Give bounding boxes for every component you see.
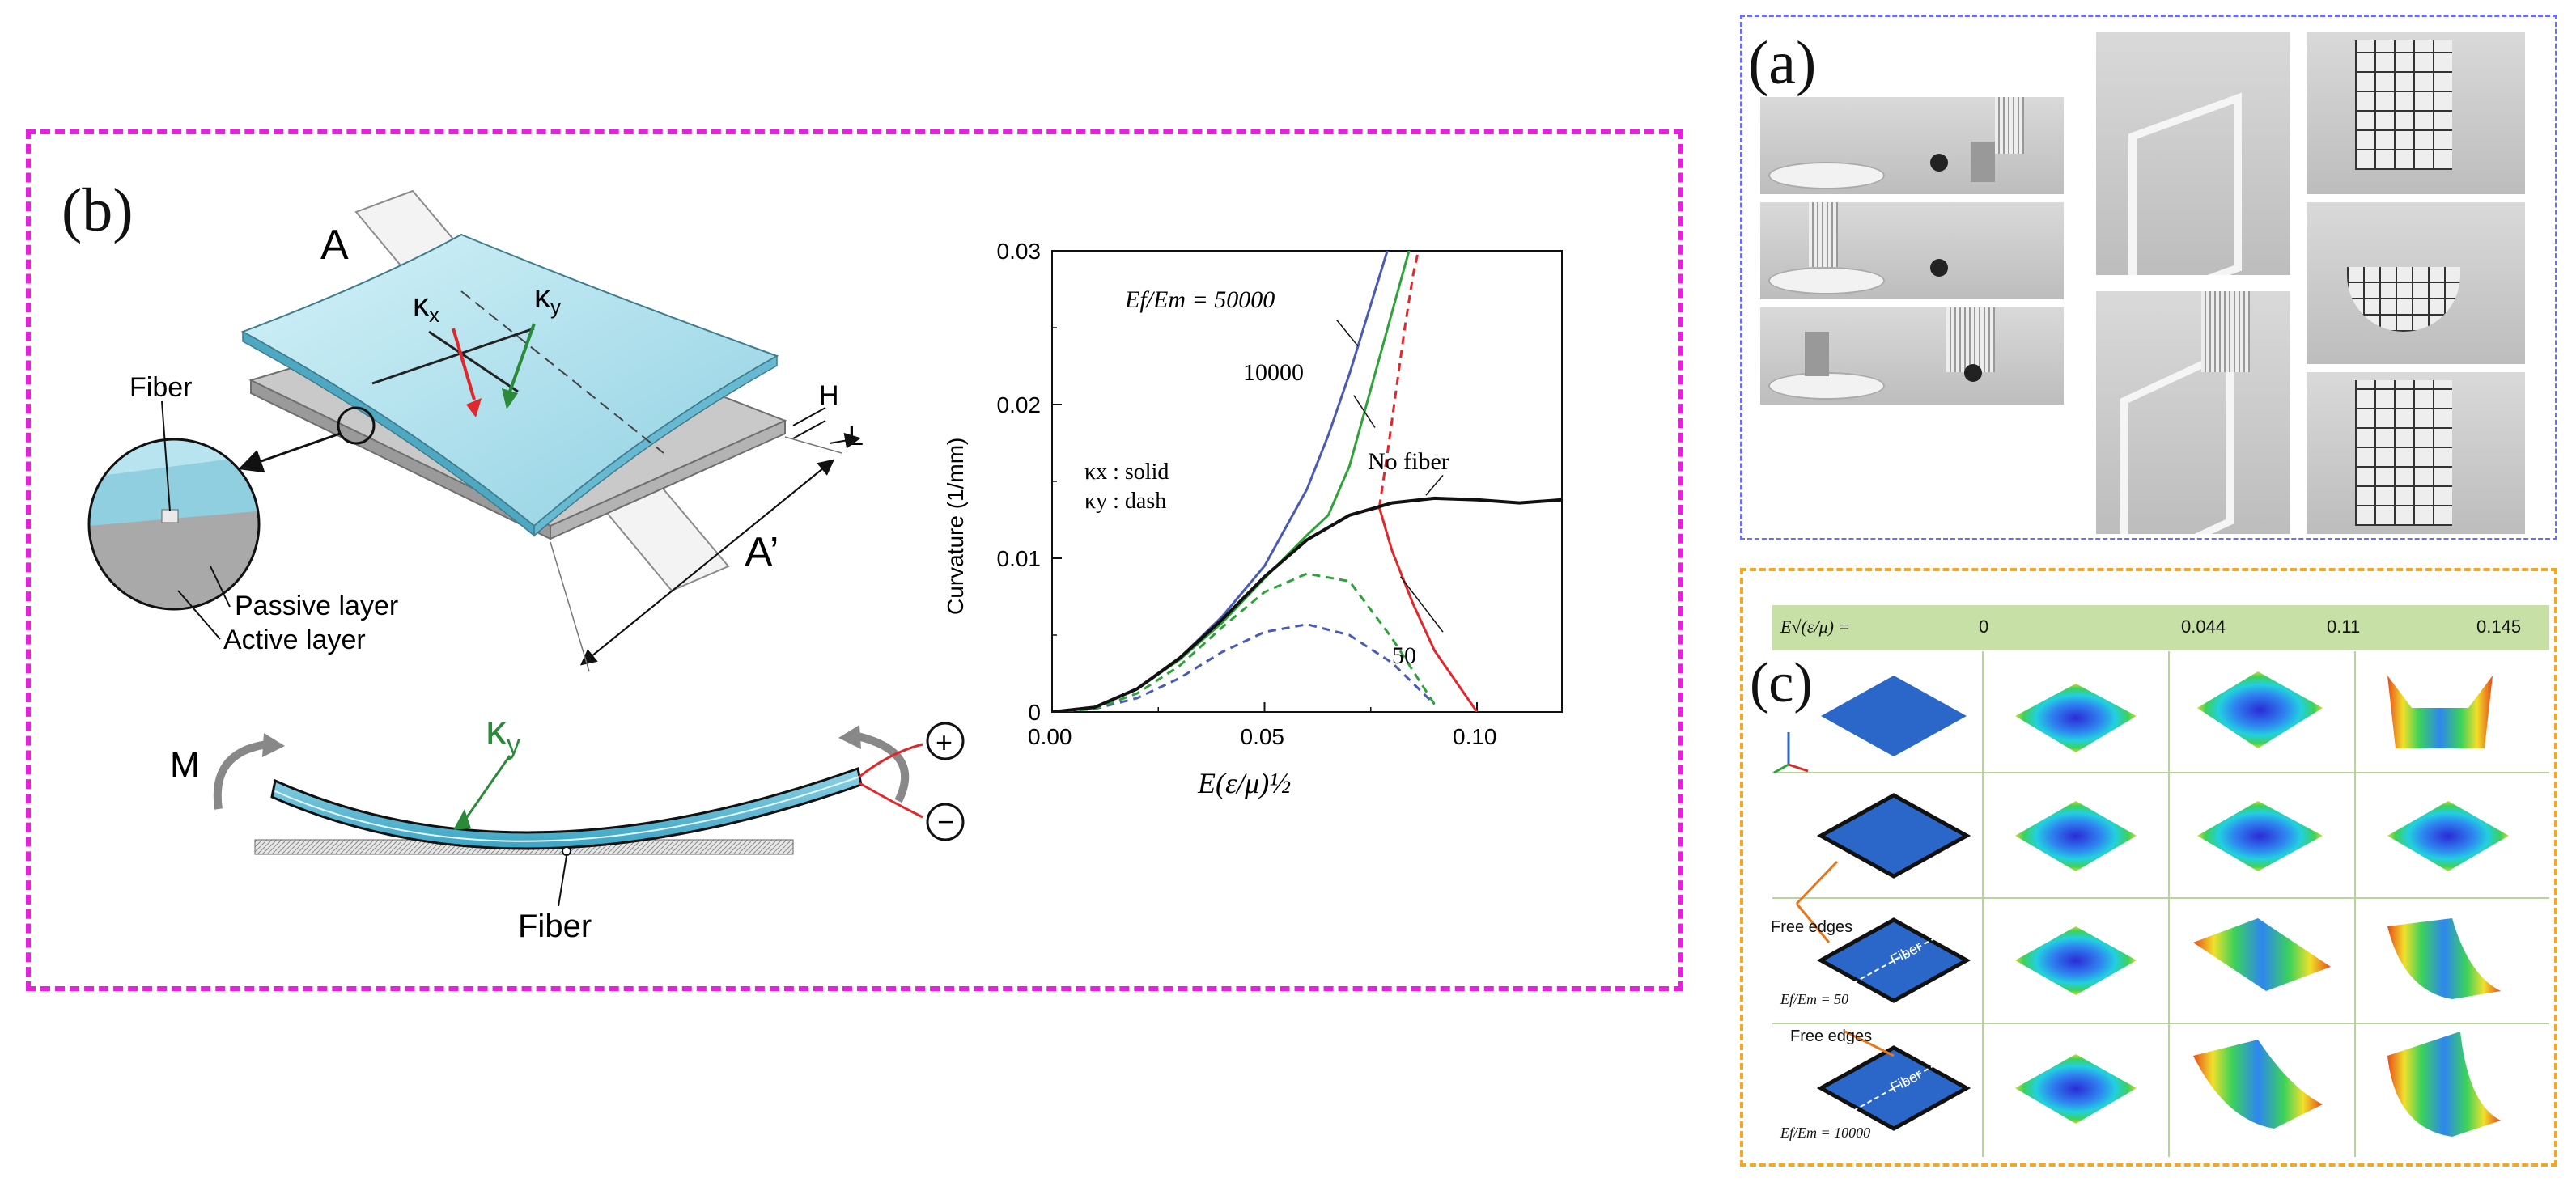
header-expression: E√(ε/μ) = — [1780, 616, 1851, 637]
moment-arrow-right — [856, 732, 910, 803]
legend-solid: κx : solid — [1084, 460, 1169, 485]
deformed-plate-r4c4 — [2387, 1032, 2501, 1137]
deformed-plate-r1c2 — [2015, 684, 2137, 752]
fiber-callout-label: Fiber — [129, 372, 192, 403]
header-011: 0.11 — [2327, 616, 2361, 637]
panel-c-label: (c) — [1750, 652, 1813, 714]
kappa-y-label: κy — [534, 279, 561, 319]
deformed-plate-r3c2 — [2015, 926, 2137, 995]
x-tick-label: 0.00 — [1028, 724, 1072, 749]
deformed-plate-r2c3 — [2197, 801, 2323, 871]
ratio-50-label: Ef/Em = 50 — [1780, 991, 1849, 1007]
series-line-50-solid — [1052, 506, 1479, 712]
deformed-plate-r2c2 — [2015, 801, 2137, 871]
x-axis-label: E(ε/μ)½ — [1197, 767, 1291, 799]
plate-free-edges — [1816, 793, 1971, 879]
bent-beam — [270, 767, 863, 850]
photo-a5 — [2096, 291, 2290, 534]
plane-label-a: A — [320, 222, 349, 269]
annotation-50000: Ef/Em = 50000 — [1124, 286, 1275, 313]
series-line-10000-dash — [1052, 572, 1436, 712]
plane-label-a-prime: A’ — [745, 529, 779, 576]
header-0: 0 — [1979, 616, 1989, 637]
kappa-x-arrow — [452, 328, 476, 400]
photo-a8 — [2307, 372, 2525, 534]
legend-dash: κy : dash — [1084, 489, 1166, 514]
dim-h-label: H — [819, 380, 839, 411]
plate-illustration: κx κy A A’ H L Fiber Passive laye — [87, 189, 965, 938]
deformation-grid: Fiber Fiber — [1772, 651, 2549, 1157]
zoom-inset — [87, 438, 261, 611]
header-0044: 0.044 — [2181, 616, 2226, 637]
y-tick-label: 0.01 — [997, 546, 1042, 571]
passive-layer-label: Passive layer — [235, 591, 398, 621]
kappa-x-label: κx — [413, 287, 439, 327]
annotation-50: 50 — [1392, 642, 1416, 669]
zoom-marker — [337, 406, 376, 445]
deformed-plate-r3c3 — [2193, 918, 2331, 991]
annotation-10000: 10000 — [1243, 359, 1304, 386]
photo-a2 — [1760, 202, 2064, 299]
deformed-plate-r4c2 — [2015, 1054, 2137, 1124]
svg-text:−: − — [937, 805, 954, 838]
y-tick-label: 0.02 — [997, 392, 1042, 417]
moment-label: M — [170, 745, 200, 785]
free-edges-label-1: Free edges — [1771, 918, 1853, 936]
panel-b-label: (b) — [62, 176, 134, 244]
photo-a3 — [1760, 307, 2064, 405]
panel-b-frame — [26, 129, 1683, 991]
panel-a-label: (a) — [1748, 29, 1817, 97]
annotation-no-fiber: No fiber — [1368, 448, 1449, 475]
series-line-50-dash — [1377, 251, 1420, 508]
panel-c-header-row — [1772, 605, 2549, 650]
fiber-bottom-label: Fiber — [518, 909, 592, 938]
negative-terminal — [926, 803, 965, 841]
panel-c-frame — [1740, 568, 2557, 1167]
photo-a4 — [2096, 32, 2290, 275]
free-edges-label-2: Free edges — [1790, 1027, 1873, 1045]
x-tick-label: 0.05 — [1241, 724, 1285, 749]
x-tick-label: 0.10 — [1453, 724, 1497, 749]
moment-arrow-left — [213, 740, 268, 810]
positive-terminal — [926, 722, 965, 760]
ratio-10000-label: Ef/Em = 10000 — [1780, 1125, 1871, 1141]
photo-a7 — [2307, 202, 2525, 364]
series-line-50000-dash — [1052, 623, 1436, 712]
deformed-plate-r1c3 — [2197, 671, 2323, 748]
y-tick-label: 0.03 — [997, 239, 1042, 264]
panel-a-frame — [1740, 15, 2557, 540]
dim-l-label: L — [848, 421, 864, 451]
kappa-y-arrow — [508, 323, 536, 392]
series-line-no-fiber-solid — [1052, 496, 1562, 712]
header-0145: 0.145 — [2476, 616, 2522, 637]
beam-kappa-label: κy — [486, 707, 520, 760]
active-layer-label: Active layer — [223, 625, 366, 655]
photo-a6 — [2307, 32, 2525, 194]
flat-plate — [1821, 676, 1967, 756]
svg-text:+: + — [936, 726, 953, 759]
deformed-plate-r2c4 — [2387, 801, 2509, 871]
deformed-plate-r1c4 — [2387, 676, 2493, 748]
y-axis-label: Curvature (1/mm) — [943, 438, 968, 615]
y-tick-label: 0 — [1028, 700, 1041, 725]
deformed-plate-r3c4 — [2387, 918, 2501, 999]
deformed-plate-r4c3 — [2193, 1040, 2323, 1129]
photo-a1 — [1760, 97, 2064, 194]
